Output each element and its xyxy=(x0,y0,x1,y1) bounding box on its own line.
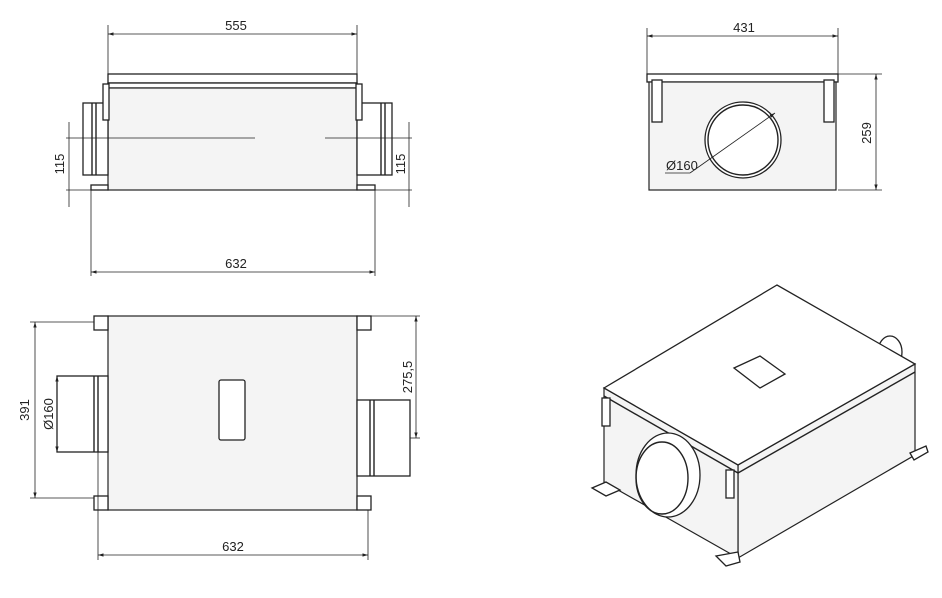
latch-icon xyxy=(355,83,363,121)
isometric-view xyxy=(590,284,929,567)
unit-body xyxy=(107,87,358,191)
dim-diameter-label: Ø160 xyxy=(666,158,698,173)
dim-391-label: 391 xyxy=(17,399,32,421)
side-view: 431 Ø160 259 xyxy=(646,20,882,191)
dim-275-label: 275,5 xyxy=(400,361,415,394)
left-spigot-top xyxy=(56,375,109,453)
latch-icon xyxy=(823,79,835,123)
front-view: 555 115 115 632 xyxy=(52,18,412,276)
dim-431-label: 431 xyxy=(733,20,755,35)
right-spigot xyxy=(356,102,393,176)
spigot-circle xyxy=(704,101,782,179)
dim-259-label: 259 xyxy=(859,122,874,144)
label-plate xyxy=(218,379,246,441)
latch-icon xyxy=(102,83,110,121)
dim-diameter-top-label: Ø160 xyxy=(41,398,56,430)
dim-555-label: 555 xyxy=(225,18,247,33)
dim-115-right-label: 115 xyxy=(393,154,408,175)
dim-632-top-label: 632 xyxy=(222,539,244,554)
latch-icon xyxy=(601,397,611,427)
top-view: 391 Ø160 275,5 632 xyxy=(17,315,420,560)
right-spigot-top xyxy=(356,399,411,477)
iso-spigot xyxy=(635,432,701,518)
latch-icon xyxy=(725,469,735,499)
iso-label-plate xyxy=(732,355,787,389)
dim-115-left-label: 115 xyxy=(52,154,67,175)
latch-icon xyxy=(651,79,663,123)
dim-632-label: 632 xyxy=(225,256,247,271)
